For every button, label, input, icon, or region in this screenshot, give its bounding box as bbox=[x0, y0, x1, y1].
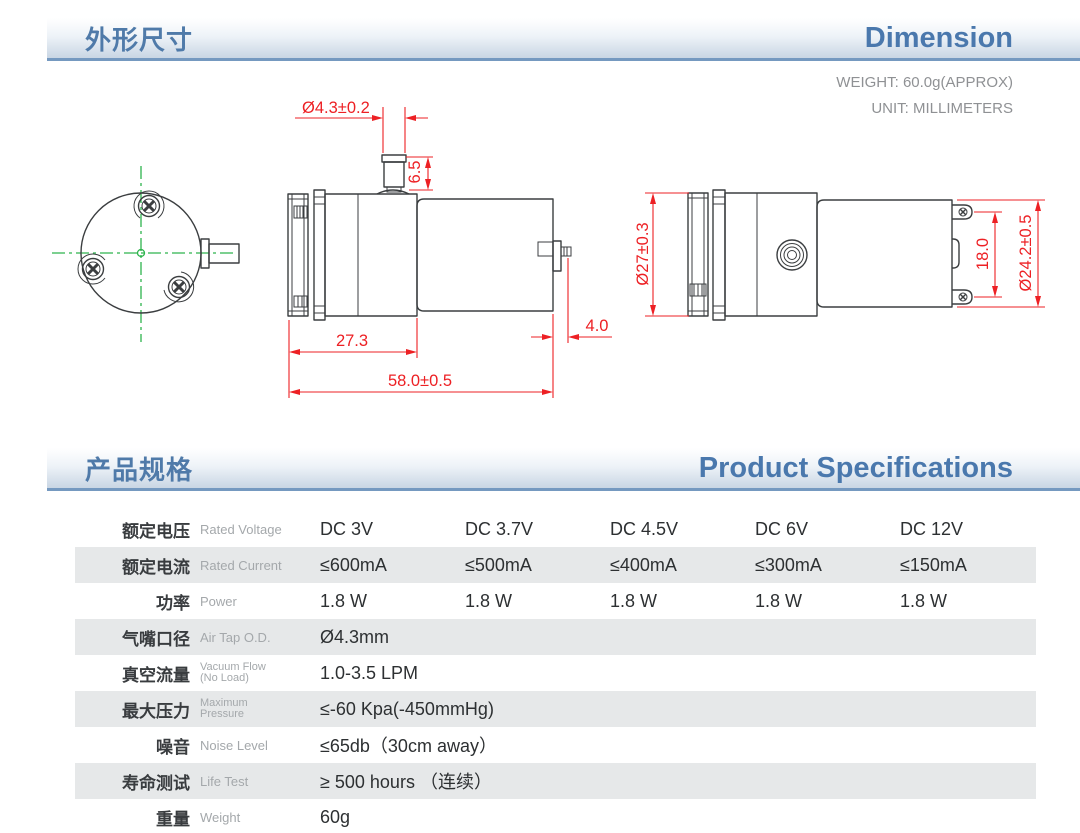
spec-label-en: Weight bbox=[200, 809, 241, 825]
spec-value: ≤300mA bbox=[755, 554, 822, 575]
spec-label-en: Vacuum Flow (No Load) bbox=[200, 660, 266, 684]
spec-value: ≤65db（30cm away） bbox=[320, 736, 497, 756]
dimension-title-en: Dimension bbox=[864, 21, 1013, 54]
spec-value: 1.8 W bbox=[900, 590, 948, 611]
dimension-title-cn: 外形尺寸 bbox=[85, 24, 194, 55]
spec-value: ≥ 500 hours （连续） bbox=[320, 772, 492, 792]
spec-value: ≤500mA bbox=[465, 554, 532, 575]
side-view-drawing: Ø4.3±0.2 6.5 27.3 58.0±0.5 4.0 bbox=[287, 99, 612, 398]
spec-label-en: Life Test bbox=[200, 773, 249, 789]
spec-value: 60g bbox=[320, 806, 351, 827]
spec-value: ≤600mA bbox=[320, 554, 387, 575]
spec-value: DC 6V bbox=[755, 518, 809, 539]
spec-row-rated-voltage: 额定电压 Rated Voltage DC 3V DC 3.7V DC 4.5V… bbox=[75, 511, 1036, 547]
spec-row-rated-current: 额定电流 Rated Current ≤600mA ≤500mA ≤400mA … bbox=[75, 547, 1036, 583]
spec-label-cn: 功率 bbox=[156, 593, 190, 613]
spec-value: DC 3.7V bbox=[465, 518, 534, 539]
spec-label-cn: 气嘴口径 bbox=[122, 629, 190, 649]
technical-drawing: Ø4.3±0.2 6.5 27.3 58.0±0.5 4.0 bbox=[52, 99, 1045, 398]
spec-label-cn: 寿命测试 bbox=[122, 773, 190, 793]
dim-label-shaft: 4.0 bbox=[586, 317, 609, 335]
spec-label-en: Air Tap O.D. bbox=[200, 629, 271, 645]
spec-value: ≤400mA bbox=[610, 554, 677, 575]
screw-icon bbox=[163, 271, 195, 303]
dimension-section-header: 外形尺寸 Dimension bbox=[47, 18, 1080, 61]
spec-value: DC 3V bbox=[320, 518, 374, 539]
dim-label-screw-span: 18.0 bbox=[974, 238, 992, 270]
spec-value: 1.8 W bbox=[610, 590, 658, 611]
specs-title-en: Product Specifications bbox=[698, 451, 1013, 484]
spec-row-noise: 噪音 Noise Level ≤65db（30cm away） bbox=[75, 727, 1036, 763]
spec-value: ≤-60 Kpa(-450mmHg) bbox=[320, 698, 494, 719]
spec-row-air-tap: 气嘴口径 Air Tap O.D. Ø4.3mm bbox=[75, 619, 1036, 655]
weight-note: WEIGHT: 60.0g(APPROX) bbox=[836, 74, 1013, 91]
spec-label-cn: 额定电压 bbox=[122, 521, 190, 541]
specs-table: 额定电压 Rated Voltage DC 3V DC 3.7V DC 4.5V… bbox=[75, 511, 1036, 833]
spec-label-en: Maximum Pressure bbox=[200, 696, 248, 720]
spec-label-en: Power bbox=[200, 593, 237, 609]
screw-icon bbox=[133, 190, 165, 219]
spec-row-max-pressure: 最大压力 Maximum Pressure ≤-60 Kpa(-450mmHg) bbox=[75, 691, 1036, 727]
spec-label-en: Rated Voltage bbox=[200, 521, 282, 537]
spec-value: DC 12V bbox=[900, 518, 964, 539]
spec-label-cn: 最大压力 bbox=[122, 701, 190, 721]
unit-note: UNIT: MILLIMETERS bbox=[871, 100, 1013, 117]
spec-value: 1.8 W bbox=[320, 590, 368, 611]
rear-side-view-drawing: Ø27±0.3 18.0 Ø24.2±0.5 bbox=[634, 189, 1045, 321]
dim-label-motor-od: Ø24.2±0.5 bbox=[1017, 215, 1035, 292]
spec-label-cn: 真空流量 bbox=[122, 665, 190, 685]
screw-icon bbox=[77, 253, 106, 285]
spec-label-cn: 额定电流 bbox=[122, 557, 190, 577]
spec-label-cn: 重量 bbox=[156, 809, 190, 829]
spec-row-life-test: 寿命测试 Life Test ≥ 500 hours （连续） bbox=[75, 763, 1036, 799]
spec-row-vacuum-flow: 真空流量 Vacuum Flow (No Load) 1.0-3.5 LPM bbox=[75, 655, 1036, 691]
dim-label-nozzle-od: Ø4.3±0.2 bbox=[302, 99, 370, 117]
specs-title-cn: 产品规格 bbox=[85, 454, 194, 485]
dim-label-total-length: 58.0±0.5 bbox=[388, 372, 452, 390]
front-view-drawing bbox=[52, 166, 240, 342]
dim-label-head-od: Ø27±0.3 bbox=[634, 222, 652, 285]
spec-label-en: Rated Current bbox=[200, 557, 282, 573]
dim-label-head-length: 27.3 bbox=[336, 332, 368, 350]
spec-row-weight: 重量 Weight 60g bbox=[75, 799, 1036, 833]
spec-row-power: 功率 Power 1.8 W 1.8 W 1.8 W 1.8 W 1.8 W bbox=[75, 583, 1036, 619]
spec-label-cn: 噪音 bbox=[156, 737, 190, 757]
spec-value: Ø4.3mm bbox=[320, 626, 390, 647]
spec-value: 1.8 W bbox=[755, 590, 803, 611]
specs-section-header: 产品规格 Product Specifications bbox=[47, 448, 1080, 491]
spec-label-en: Noise Level bbox=[200, 737, 268, 753]
spec-value: ≤150mA bbox=[900, 554, 967, 575]
drawing-notes: WEIGHT: 60.0g(APPROX) UNIT: MILLIMETERS bbox=[836, 70, 1013, 122]
spec-value: 1.0-3.5 LPM bbox=[320, 662, 419, 683]
spec-value: DC 4.5V bbox=[610, 518, 679, 539]
spec-value: 1.8 W bbox=[465, 590, 513, 611]
dim-label-nozzle-height: 6.5 bbox=[406, 161, 424, 184]
